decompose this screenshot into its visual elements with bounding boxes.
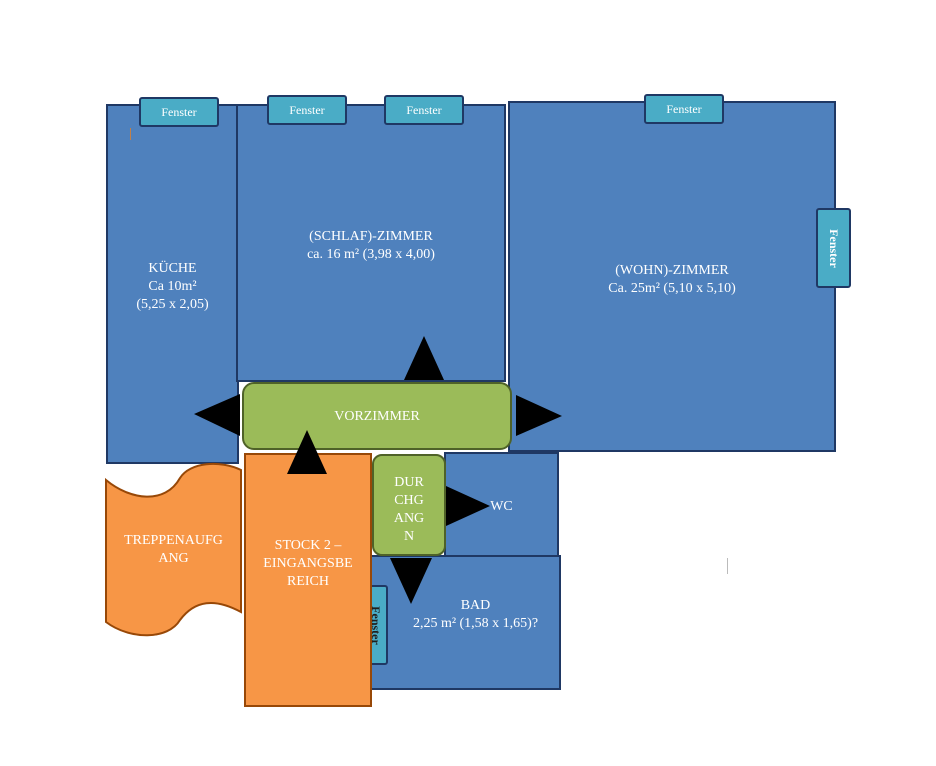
room-bad-label: BAD 2,25 m² (1,58 x 1,65)? <box>412 598 539 631</box>
window-label: Fenster <box>666 101 702 116</box>
window-wohn-right: Fenster <box>816 208 851 288</box>
hall-durchgang: DUR CHG ANG N <box>372 454 446 556</box>
area-stock-eingang-label: STOCK 2 – EINGANGSBE REICH <box>263 538 353 589</box>
arrow-up-vorzimmer <box>287 430 327 474</box>
window-label: Fenster <box>406 102 442 117</box>
room-kueche: KÜCHE Ca 10m² (5,25 x 2,05) <box>106 104 239 464</box>
area-treppenaufgang-label: TREPPENAUFG ANG <box>124 533 223 566</box>
arrow-down-bad <box>390 558 432 604</box>
hall-vorzimmer-label: VORZIMMER <box>334 409 420 424</box>
window-schlaf-1: Fenster <box>267 95 347 125</box>
room-schlafzimmer-label: (SCHLAF)-ZIMMER ca. 16 m² (3,98 x 4,00) <box>307 229 435 262</box>
window-wohn-top: Fenster <box>644 94 724 124</box>
area-stock-eingang: STOCK 2 – EINGANGSBE REICH <box>244 453 372 707</box>
room-schlafzimmer: (SCHLAF)-ZIMMER ca. 16 m² (3,98 x 4,00) <box>236 104 506 382</box>
room-wc-label: WC <box>490 499 513 514</box>
arrow-right-wohn <box>516 395 562 436</box>
room-wohnzimmer-label: (WOHN)-ZIMMER Ca. 25m² (5,10 x 5,10) <box>608 263 736 296</box>
window-kueche: Fenster <box>139 97 219 127</box>
arrow-left-kueche <box>194 394 240 436</box>
hall-durchgang-label: DUR CHG ANG N <box>393 475 425 544</box>
window-label: Fenster <box>161 104 197 119</box>
tick-mark <box>130 128 131 140</box>
window-schlaf-2: Fenster <box>384 95 464 125</box>
room-kueche-label: KÜCHE Ca 10m² (5,25 x 2,05) <box>136 261 209 312</box>
room-wohnzimmer: (WOHN)-ZIMMER Ca. 25m² (5,10 x 5,10) <box>508 101 836 452</box>
arrow-right-wc <box>446 486 490 526</box>
arrow-up-schlaf <box>404 336 444 380</box>
window-label: Fenster <box>289 102 325 117</box>
cursor-mark <box>727 558 728 574</box>
hall-vorzimmer: VORZIMMER <box>242 382 512 450</box>
